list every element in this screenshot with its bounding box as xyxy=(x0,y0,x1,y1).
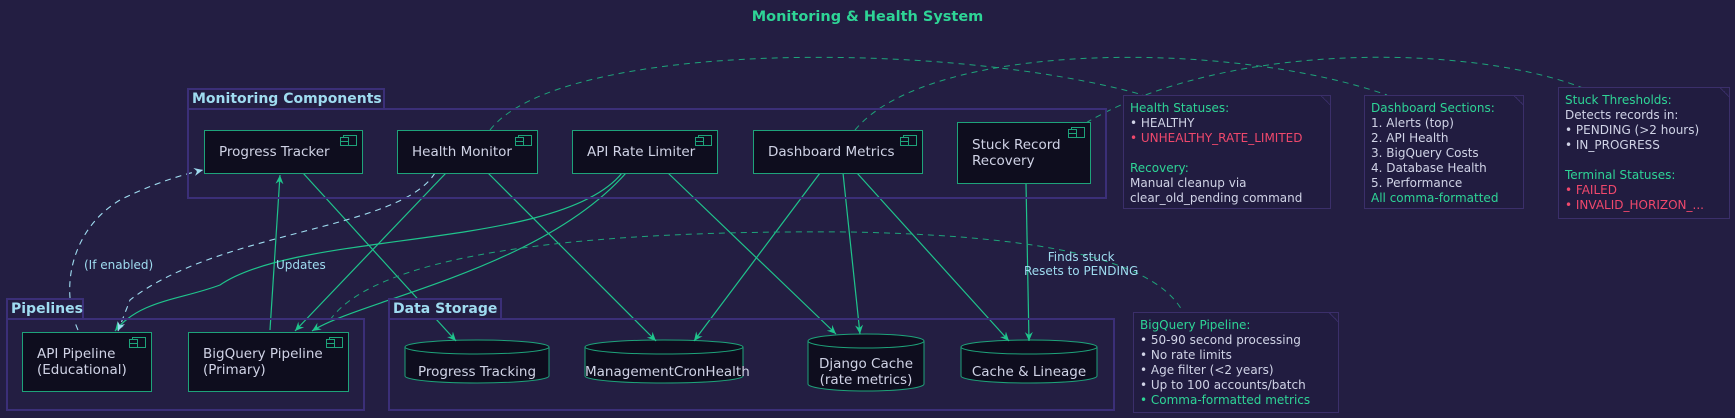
edge-bigquery-updates-progress-tracker xyxy=(269,174,284,331)
note-dashboard-sections: Dashboard Sections:1. Alerts (top)2. API… xyxy=(1364,95,1524,209)
component-progress-tracker[interactable]: Progress Tracker xyxy=(204,130,363,174)
note-line: Health Statuses: xyxy=(1130,101,1230,115)
cylinder-django-cache xyxy=(807,333,925,392)
component-label: Dashboard Metrics xyxy=(768,144,895,160)
note-line: • IN_PROGRESS xyxy=(1565,138,1660,152)
note-link-dashboard xyxy=(854,56,1388,131)
note-line: 2. API Health xyxy=(1371,131,1449,145)
note-line: clear_old_pending command xyxy=(1130,191,1303,205)
note-line: • Comma-formatted metrics xyxy=(1140,393,1311,407)
edge-rate-limiter-to-api-pipeline xyxy=(114,172,623,332)
edge-health-monitor-to-bigquery xyxy=(294,172,447,332)
note-line: • FAILED xyxy=(1565,183,1617,197)
component-label: API Pipeline (Educational) xyxy=(37,346,127,378)
component-bigquery-pipeline[interactable]: BigQuery Pipeline (Primary) xyxy=(188,332,349,392)
package-monitoring-components xyxy=(187,108,1107,199)
note-line: • 50-90 second processing xyxy=(1140,333,1301,347)
package-pipelines xyxy=(6,318,365,411)
component-label: Progress Tracker xyxy=(219,144,330,160)
component-api-pipeline[interactable]: API Pipeline (Educational) xyxy=(22,332,152,392)
edge-health-monitor-to-cron-health xyxy=(487,172,657,342)
package-data-storage xyxy=(388,318,1115,411)
note-line: • INVALID_HORIZON_... xyxy=(1565,198,1704,212)
note-line: • HEALTHY xyxy=(1130,116,1195,130)
edge-label-finds-stuck: Finds stuck Resets to PENDING xyxy=(1024,250,1139,278)
edge-dashboard-to-cache-lineage xyxy=(856,172,1010,342)
component-icon xyxy=(326,337,343,348)
db-cylinders xyxy=(404,333,1098,392)
note-line: Terminal Statuses: xyxy=(1565,168,1676,182)
note-bigquery-pipeline: BigQuery Pipeline:• 50-90 second process… xyxy=(1133,312,1339,413)
note-line: • No rate limits xyxy=(1140,348,1232,362)
note-link-bigquery xyxy=(329,231,1184,321)
note-line: All comma-formatted xyxy=(1371,191,1499,205)
package-tab-data-storage: Data Storage xyxy=(388,298,502,318)
component-icon xyxy=(340,135,357,146)
note-link-stuck xyxy=(1049,56,1584,149)
component-icon xyxy=(129,337,146,348)
component-label: BigQuery Pipeline (Primary) xyxy=(203,346,323,378)
component-icon xyxy=(695,135,712,146)
note-health-statuses: Health Statuses:• HEALTHY• UNHEALTHY_RAT… xyxy=(1123,95,1331,209)
db-cache-lineage[interactable]: Cache & Lineage xyxy=(971,364,1087,380)
component-icon xyxy=(1068,127,1085,138)
component-label: Stuck Record Recovery xyxy=(972,137,1061,169)
note-line: Manual cleanup via xyxy=(1130,176,1247,190)
note-stuck-thresholds: Stuck Thresholds:Detects records in:• PE… xyxy=(1558,87,1730,219)
component-label: API Rate Limiter xyxy=(587,144,696,160)
component-icon xyxy=(515,135,532,146)
component-api-rate-limiter[interactable]: API Rate Limiter xyxy=(572,130,718,174)
note-line: 1. Alerts (top) xyxy=(1371,116,1454,130)
edge-dashboard-to-cron-health xyxy=(693,172,821,342)
edge-health-monitor-to-api-pipeline xyxy=(117,172,436,332)
package-tab-monitoring: Monitoring Components xyxy=(187,88,385,108)
note-line: Stuck Thresholds: xyxy=(1565,93,1672,107)
note-line: • PENDING (>2 hours) xyxy=(1565,123,1700,137)
note-line xyxy=(1130,146,1324,161)
component-health-monitor[interactable]: Health Monitor xyxy=(397,130,538,174)
note-line: • Up to 100 accounts/batch xyxy=(1140,378,1306,392)
note-line: • UNHEALTHY_RATE_LIMITED xyxy=(1130,131,1303,145)
edge-api-pipeline-if-enabled xyxy=(69,168,204,331)
edge-label-updates: Updates xyxy=(276,258,326,272)
note-link-health xyxy=(489,56,1144,131)
component-label: Health Monitor xyxy=(412,144,512,160)
cylinder-management-cron-health xyxy=(584,339,744,384)
note-line xyxy=(1565,153,1723,168)
component-icon xyxy=(900,135,917,146)
note-line: • Age filter (<2 years) xyxy=(1140,363,1274,377)
note-line: Detects records in: xyxy=(1565,108,1679,122)
edge-dashboard-to-django-cache xyxy=(842,172,864,335)
diagram-title: Monitoring & Health System xyxy=(751,9,984,25)
edge-rate-limiter-to-django-cache xyxy=(667,172,837,335)
edge-stuck-recovery-to-cache-lineage xyxy=(1024,182,1033,342)
component-dashboard-metrics[interactable]: Dashboard Metrics xyxy=(753,130,923,174)
note-line: 3. BigQuery Costs xyxy=(1371,146,1479,160)
note-line: Recovery: xyxy=(1130,161,1189,175)
note-line: BigQuery Pipeline: xyxy=(1140,318,1251,332)
component-stuck-record-recovery[interactable]: Stuck Record Recovery xyxy=(957,122,1091,184)
db-django-cache[interactable]: Django Cache (rate metrics) xyxy=(818,356,914,388)
edge-label-if-enabled: (If enabled) xyxy=(84,258,154,272)
cylinder-cache-lineage xyxy=(960,339,1098,384)
note-line: Dashboard Sections: xyxy=(1371,101,1495,115)
db-management-cron-health[interactable]: ManagementCronHealth xyxy=(585,364,750,380)
db-progress-tracking[interactable]: Progress Tracking xyxy=(417,364,537,380)
cylinder-progress-tracking xyxy=(404,339,550,384)
package-tab-pipelines: Pipelines xyxy=(6,298,84,318)
note-line: 4. Database Health xyxy=(1371,161,1487,175)
note-line: 5. Performance xyxy=(1371,176,1463,190)
